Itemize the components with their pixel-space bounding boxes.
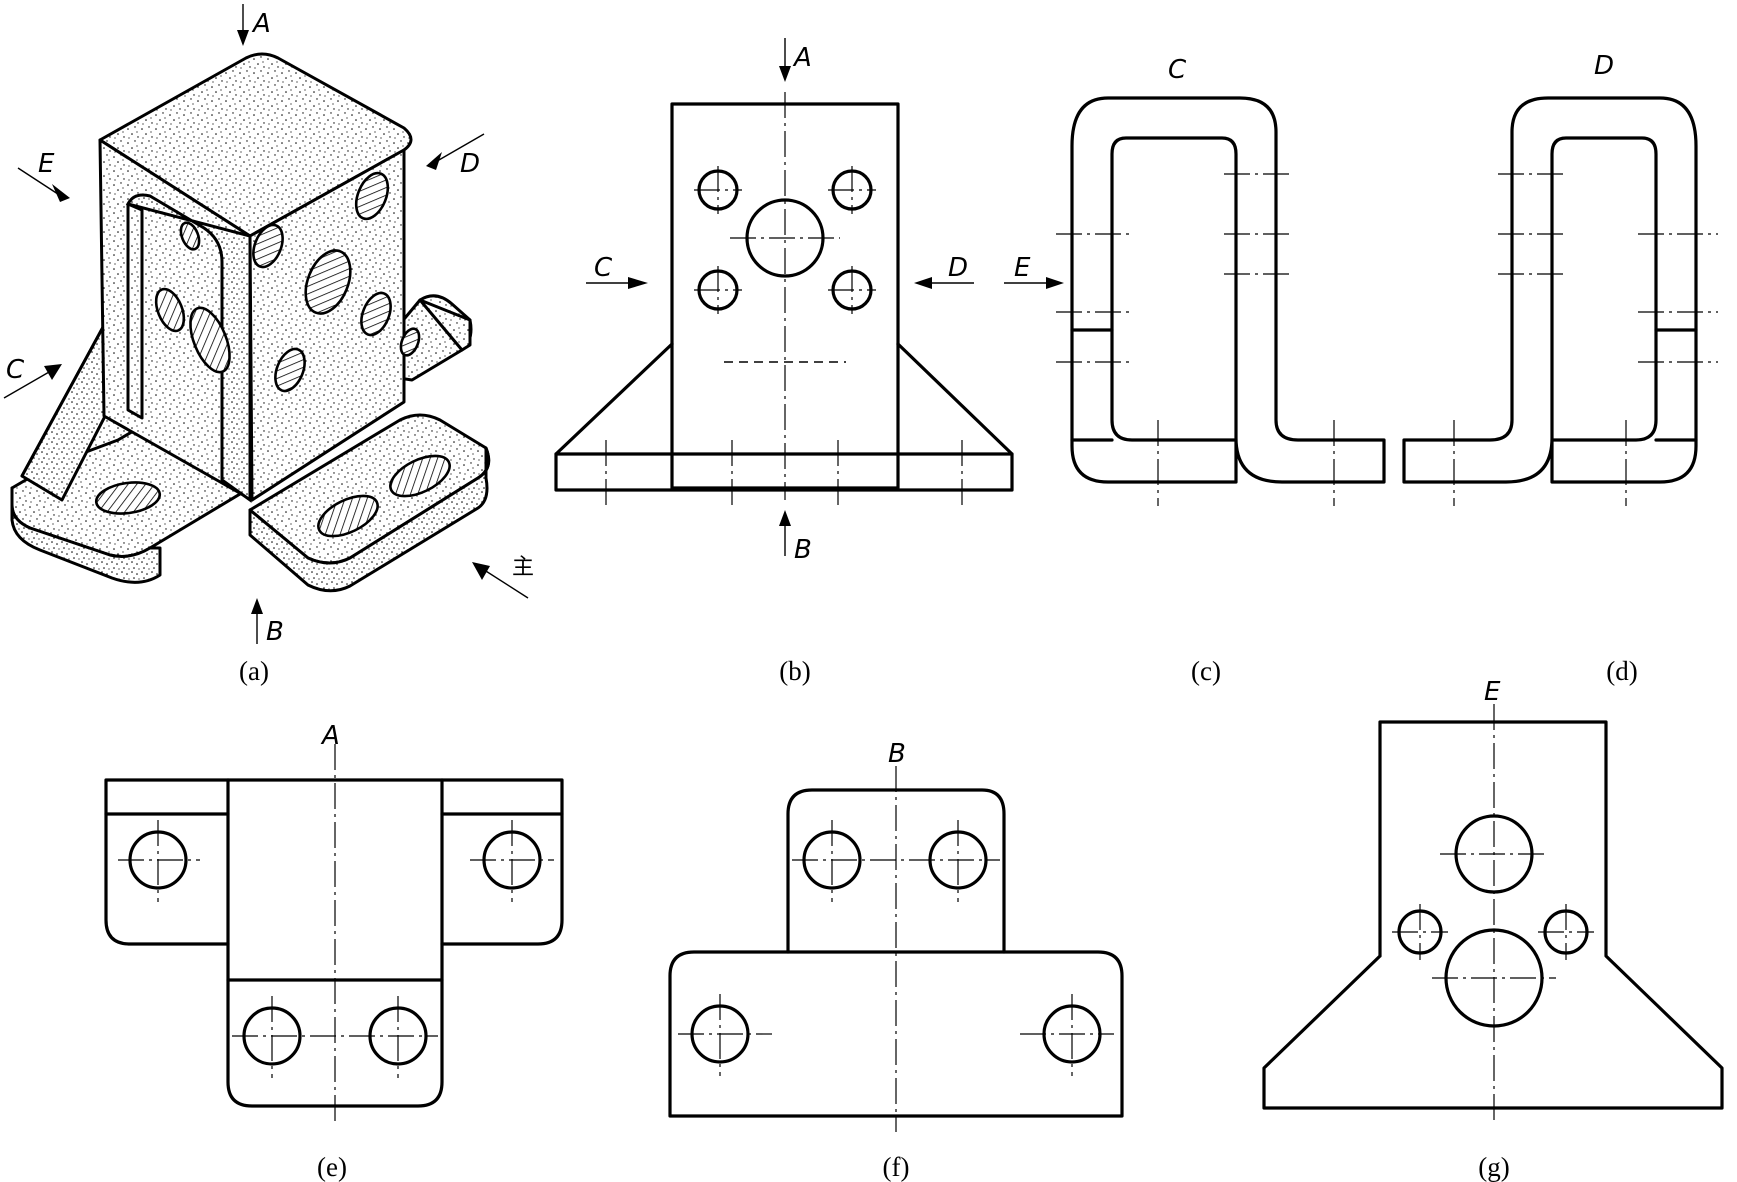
view-b: B (668, 739, 1124, 1132)
caption-f: (f) (883, 1152, 910, 1182)
caption-c: (c) (1191, 656, 1221, 686)
view-d: D (1402, 51, 1718, 506)
view-letter-c: C (1168, 55, 1187, 85)
view-letter-c: C (6, 355, 25, 385)
view-letter-b: B (888, 739, 906, 769)
caption-a: (a) (239, 656, 269, 686)
caption-e: (e) (317, 1152, 347, 1182)
view-letter-b: B (266, 617, 284, 647)
isometric-view: A B E C D 主 (3, 4, 534, 647)
view-letter-e: E (1014, 253, 1031, 283)
view-letter-e: E (38, 149, 55, 179)
view-letter-a: A (251, 9, 271, 39)
view-letter-e: E (1484, 677, 1501, 707)
view-letter-c: C (594, 253, 613, 283)
caption-d: (d) (1606, 656, 1637, 686)
view-a: A (104, 721, 564, 1124)
caption-g: (g) (1478, 1152, 1509, 1182)
view-e: E (1262, 677, 1724, 1120)
view-c: C E (1004, 55, 1386, 506)
view-letter-d: D (1594, 51, 1614, 81)
view-letter-main: 主 (512, 555, 534, 580)
view-letter-d: D (948, 253, 968, 283)
front-view: A B C D (554, 38, 1014, 565)
caption-b: (b) (779, 656, 810, 686)
view-letter-d: D (460, 149, 480, 179)
view-letter-a: A (792, 43, 812, 73)
view-letter-a: A (320, 721, 340, 751)
view-letter-b: B (794, 535, 812, 565)
